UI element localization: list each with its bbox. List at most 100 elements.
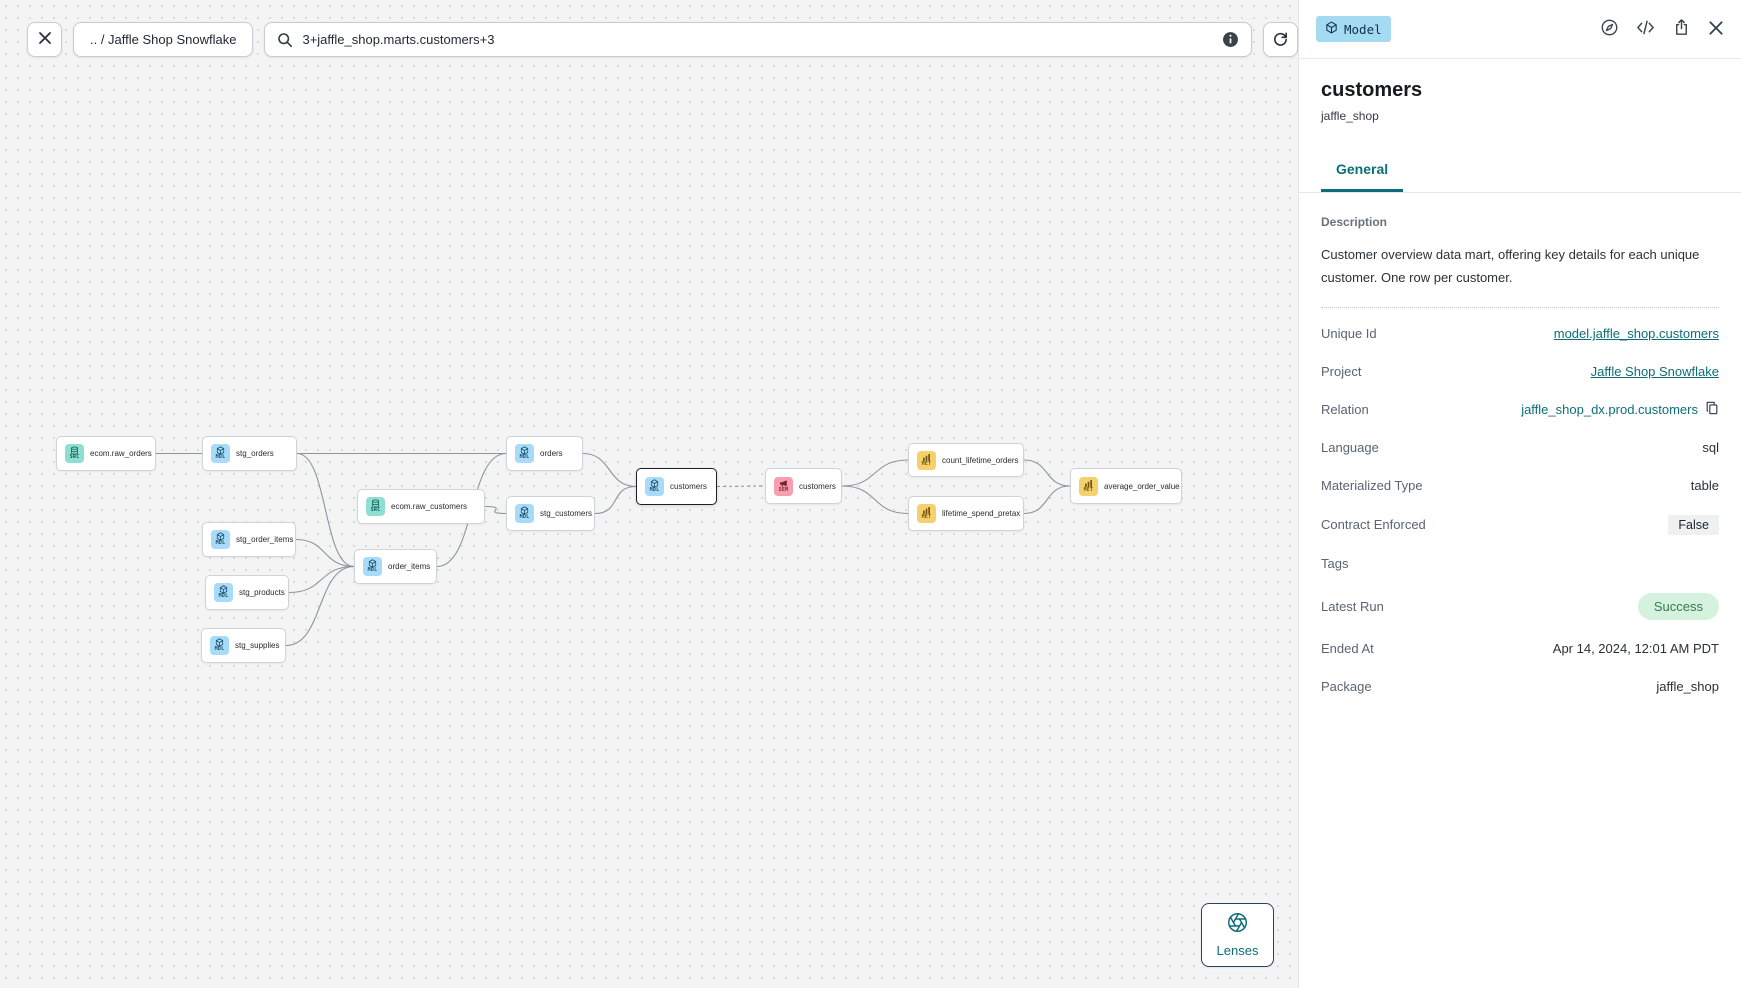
detail-value: Apr 14, 2024, 12:01 AM PDT: [1552, 641, 1719, 656]
detail-label: Relation: [1321, 402, 1369, 417]
cube-icon: MDL: [515, 444, 534, 463]
edge-stg_products-to-order_items: [288, 565, 355, 594]
page-title: customers: [1321, 79, 1423, 101]
close-icon: [1708, 20, 1724, 39]
cube-icon: [1325, 21, 1338, 37]
detail-link[interactable]: model.jaffle_shop.customers: [1553, 326, 1719, 341]
node-label: stg_supplies: [235, 641, 280, 650]
copy-button[interactable]: [1705, 401, 1719, 418]
share-button[interactable]: [1672, 18, 1691, 40]
code-icon: [1636, 18, 1655, 40]
database-icon: SRC: [366, 497, 385, 516]
lineage-node-stg-supplies[interactable]: MDL stg_supplies: [201, 628, 286, 663]
lenses-label: Lenses: [1216, 943, 1259, 958]
node-label: orders: [540, 449, 563, 458]
explore-lineage-button[interactable]: [1600, 18, 1619, 40]
cube-icon: MDL: [211, 530, 230, 549]
cube-icon: MDL: [645, 477, 664, 496]
edge-customers_sem-to-count_lifetime_orders: [841, 459, 909, 487]
detail-label: Unique Id: [1321, 326, 1377, 341]
edge-stg_order_items-to-order_items: [295, 538, 355, 568]
package-subtitle: jaffle_shop: [1321, 109, 1379, 123]
lineage-node-stg-orders[interactable]: MDL stg_orders: [202, 436, 297, 471]
compass-icon: [1600, 18, 1619, 40]
aperture-icon: [1227, 912, 1248, 938]
edge-customers_sem-to-lifetime_spend_pretax: [841, 485, 909, 515]
node-label: order_items: [388, 562, 431, 571]
panel-header: Model: [1299, 0, 1741, 59]
edge-count_lifetime_orders-to-average_order_value: [1023, 459, 1071, 487]
copy-icon: [1705, 401, 1719, 418]
detail-label: Package: [1321, 679, 1372, 694]
view-code-button[interactable]: [1636, 18, 1655, 40]
detail-value: table: [1690, 478, 1719, 493]
detail-value: jaffle_shop: [1656, 679, 1719, 694]
lineage-node-customers[interactable]: MDL customers: [636, 468, 717, 505]
description-text: Customer overview data mart, offering ke…: [1321, 247, 1700, 285]
node-label: stg_orders: [236, 449, 274, 458]
close-icon: [38, 31, 52, 48]
refresh-icon: [1272, 30, 1289, 50]
lineage-node-order-items[interactable]: MDL order_items: [354, 549, 437, 584]
panel-body: Description Customer overview data mart,…: [1299, 193, 1741, 728]
bar-chart-icon: MET: [917, 504, 936, 523]
detail-label: Ended At: [1321, 641, 1374, 656]
lineage-node-ecom-raw-customers[interactable]: SRC ecom.raw_customers: [357, 489, 485, 524]
edge-stg_orders-to-order_items: [296, 452, 355, 568]
search-input[interactable]: [302, 32, 1214, 47]
lineage-node-ecom-raw-orders[interactable]: SRC ecom.raw_orders: [56, 436, 156, 471]
resource-details-panel: Model: [1298, 0, 1741, 988]
node-label: count_lifetime_orders: [942, 455, 1019, 465]
node-label: ecom.raw_orders: [90, 449, 152, 458]
lineage-search: [264, 22, 1253, 57]
cube-icon: MDL: [363, 557, 382, 576]
title-block: customers jaffle_shop: [1299, 59, 1741, 123]
share-icon: [1672, 18, 1691, 40]
breadcrumb[interactable]: .. / Jaffle Shop Snowflake: [73, 22, 254, 57]
close-panel-button[interactable]: [1708, 20, 1724, 39]
close-lineage-button[interactable]: [27, 22, 62, 57]
resource-type-badge: Model: [1316, 16, 1391, 42]
node-label: customers: [670, 482, 707, 491]
node-label: average_order_value: [1104, 481, 1180, 491]
panel-tabs: General: [1299, 150, 1741, 193]
detail-link[interactable]: Jaffle Shop Snowflake: [1590, 364, 1719, 379]
database-icon: SRC: [65, 444, 84, 463]
edge-orders-to-customers: [582, 452, 637, 488]
contract-badge: False: [1668, 514, 1719, 535]
detail-row-ended-at: Ended At Apr 14, 2024, 12:01 AM PDT: [1321, 630, 1719, 668]
detail-link[interactable]: jaffle_shop_dx.prod.customers: [1521, 401, 1698, 417]
panel-actions: [1600, 18, 1724, 40]
lenses-button[interactable]: Lenses: [1201, 903, 1274, 967]
cube-icon: MDL: [211, 444, 230, 463]
lineage-node-orders[interactable]: MDL orders: [506, 436, 583, 471]
cube-icon: MDL: [214, 583, 233, 602]
divider: [1321, 306, 1719, 308]
description-label: Description: [1321, 215, 1388, 229]
status-badge: Success: [1637, 592, 1719, 620]
detail-row-unique-id: Unique Id model.jaffle_shop.customers: [1321, 315, 1719, 353]
refresh-button[interactable]: [1263, 22, 1299, 57]
edge-ecom_raw_customers-to-stg_customers: [484, 505, 507, 515]
tab-general[interactable]: General: [1321, 150, 1404, 192]
node-label: ecom.raw_customers: [391, 502, 468, 511]
node-label: customers: [799, 481, 836, 491]
info-icon[interactable]: [1222, 31, 1239, 48]
cube-icon: MDL: [210, 636, 229, 655]
detail-label: Tags: [1321, 556, 1349, 571]
edge-stg_supplies-to-order_items: [285, 565, 355, 647]
